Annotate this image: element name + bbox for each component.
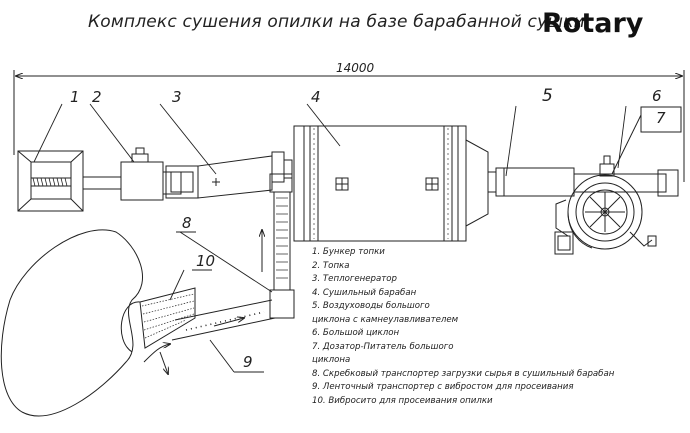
callout-9: 9 [243, 353, 253, 371]
heat-generator [165, 151, 293, 199]
legend-item: 4. Сушильный барабан [312, 287, 417, 298]
legend-item: 7. Дозатор-Питатель большого [312, 341, 454, 352]
callout-2: 2 [92, 88, 102, 106]
callout-10: 10 [196, 252, 216, 270]
dimension-label: 14000 [336, 61, 375, 75]
callout-8: 8 [182, 214, 192, 232]
legend-item: 2. Топка [312, 260, 350, 271]
legend-item: 3. Теплогенератор [312, 274, 397, 284]
material-pile [0, 229, 143, 417]
large-cyclone [554, 114, 679, 255]
dimension-line [13, 70, 685, 182]
brand-name: Rotary [542, 8, 644, 39]
belt-conveyor [171, 299, 276, 341]
callout-7: 7 [656, 109, 666, 127]
callout-6: 6 [652, 87, 662, 105]
callout-4: 4 [311, 88, 321, 106]
feed-arrow [143, 344, 170, 363]
legend-item: 6. Большой циклон [312, 328, 400, 338]
legend-item: циклона с камнеулавливателем [312, 314, 459, 325]
legend-item: 1. Бункер топки [312, 247, 385, 257]
legend-item: 10. Вибросито для просеивания опилки [312, 395, 493, 406]
diagram-title: Комплекс сушения опилки на базе барабанн… [88, 12, 585, 32]
legend-item: 5. Воздуховоды большого [312, 301, 430, 311]
scraper-conveyor [262, 173, 295, 319]
legend-item: 9. Ленточный транспортер с вибростом для… [312, 382, 574, 392]
legend-item: 8. Скребковый транспортер загрузки сырья… [312, 368, 615, 379]
fuel-hopper [17, 150, 84, 212]
leader-lines [33, 103, 627, 373]
air-duct [495, 167, 575, 197]
callout-5: 5 [542, 86, 553, 106]
vibrating-sieve [120, 287, 196, 374]
drying-drum [293, 125, 496, 242]
callout-3: 3 [172, 88, 182, 106]
callout-1: 1 [70, 88, 80, 106]
callout-7-box [640, 106, 682, 133]
parts-legend: 1. Бункер топки 2. Топка 3. Теплогенерат… [312, 246, 614, 408]
legend-item: циклона [312, 355, 351, 365]
